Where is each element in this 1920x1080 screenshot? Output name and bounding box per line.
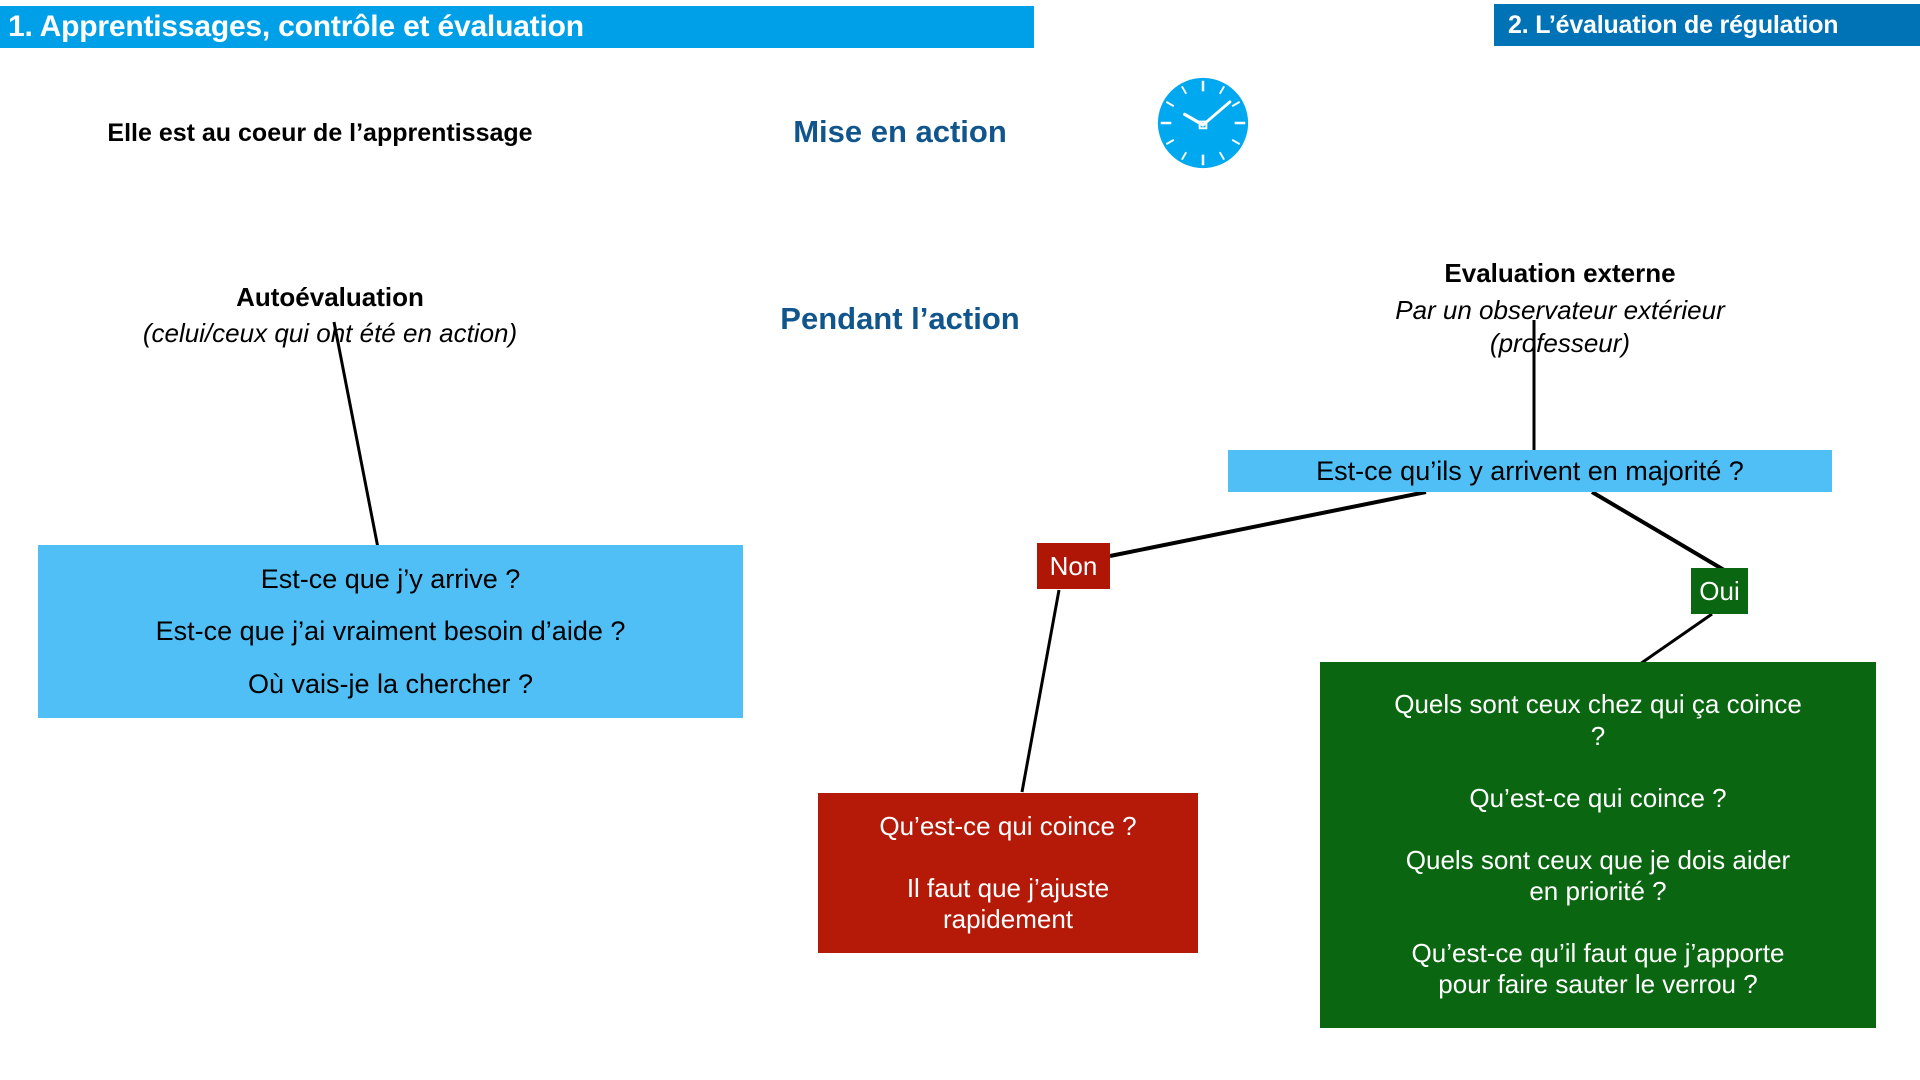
heading-autoevaluation: Autoévaluation (celui/ceux qui ont été e… — [40, 282, 620, 349]
label-pendant-action: Pendant l’action — [780, 301, 1020, 336]
autoevaluation-question-3: Où vais-je la chercher ? — [247, 668, 534, 699]
autoevaluation-subtitle: (celui/ceux qui ont été en action) — [142, 318, 518, 349]
section-banner-apprentissages: 1. Apprentissages, contrôle et évaluatio… — [0, 6, 1034, 48]
connector-majorite-to-non — [1109, 490, 1427, 558]
connector-auto-to-questions — [332, 321, 380, 549]
box-branche-non: Qu’est-ce qui coince ? Il faut que j’aju… — [818, 793, 1198, 953]
heading-evaluation-externe: Evaluation externe Par un observateur ex… — [1290, 258, 1830, 359]
branche-oui-line-6: Qu’est-ce qu’il faut que j’apporte — [1411, 938, 1785, 969]
evaluation-externe-subtitle-line1: Par un observateur extérieur — [1395, 295, 1725, 326]
branche-non-line-2: Il faut que j’ajuste — [906, 872, 1110, 903]
label-coeur-apprentissage: Elle est au coeur de l’apprentissage — [107, 119, 533, 147]
evaluation-externe-title: Evaluation externe — [1444, 258, 1676, 288]
branche-oui-line-5: en priorité ? — [1529, 876, 1667, 907]
section-banner-evaluation-regulation: 2. L’évaluation de régulation — [1494, 4, 1920, 46]
branche-oui-line-4: Quels sont ceux que je dois aider — [1405, 844, 1791, 875]
evaluation-externe-subtitle-line2: (professeur) — [1489, 327, 1631, 358]
branche-oui-line-1: Quels sont ceux chez qui ça coince — [1394, 689, 1802, 720]
branche-oui-line-3: Qu’est-ce qui coince ? — [1469, 782, 1727, 813]
branche-non-line-1: Qu’est-ce qui coince ? — [879, 811, 1137, 842]
box-autoevaluation-questions: Est-ce que j’y arrive ? Est-ce que j’ai … — [38, 545, 743, 718]
box-branche-oui: Quels sont ceux chez qui ça coince ? Qu’… — [1320, 662, 1876, 1028]
autoevaluation-title: Autoévaluation — [236, 282, 424, 312]
connector-majorite-to-oui — [1590, 490, 1726, 572]
clock-icon — [1155, 75, 1251, 171]
branch-label-non: Non — [1037, 543, 1110, 589]
label-mise-en-action: Mise en action — [793, 114, 1007, 149]
question-majorite-text: Est-ce qu’ils y arrivent en majorité ? — [1316, 455, 1744, 486]
branche-oui-line-7: pour faire sauter le verrou ? — [1438, 969, 1758, 1000]
connector-non-to-box-rouge — [1020, 589, 1061, 793]
autoevaluation-question-2: Est-ce que j’ai vraiment besoin d’aide ? — [155, 616, 626, 647]
box-question-majorite: Est-ce qu’ils y arrivent en majorité ? — [1228, 450, 1832, 492]
branche-non-line-3: rapidement — [942, 903, 1074, 934]
branch-label-oui: Oui — [1691, 568, 1748, 614]
branche-oui-line-2: ? — [1590, 720, 1606, 751]
connector-oui-to-box-vert — [1639, 612, 1713, 666]
autoevaluation-question-1: Est-ce que j’y arrive ? — [260, 563, 521, 594]
